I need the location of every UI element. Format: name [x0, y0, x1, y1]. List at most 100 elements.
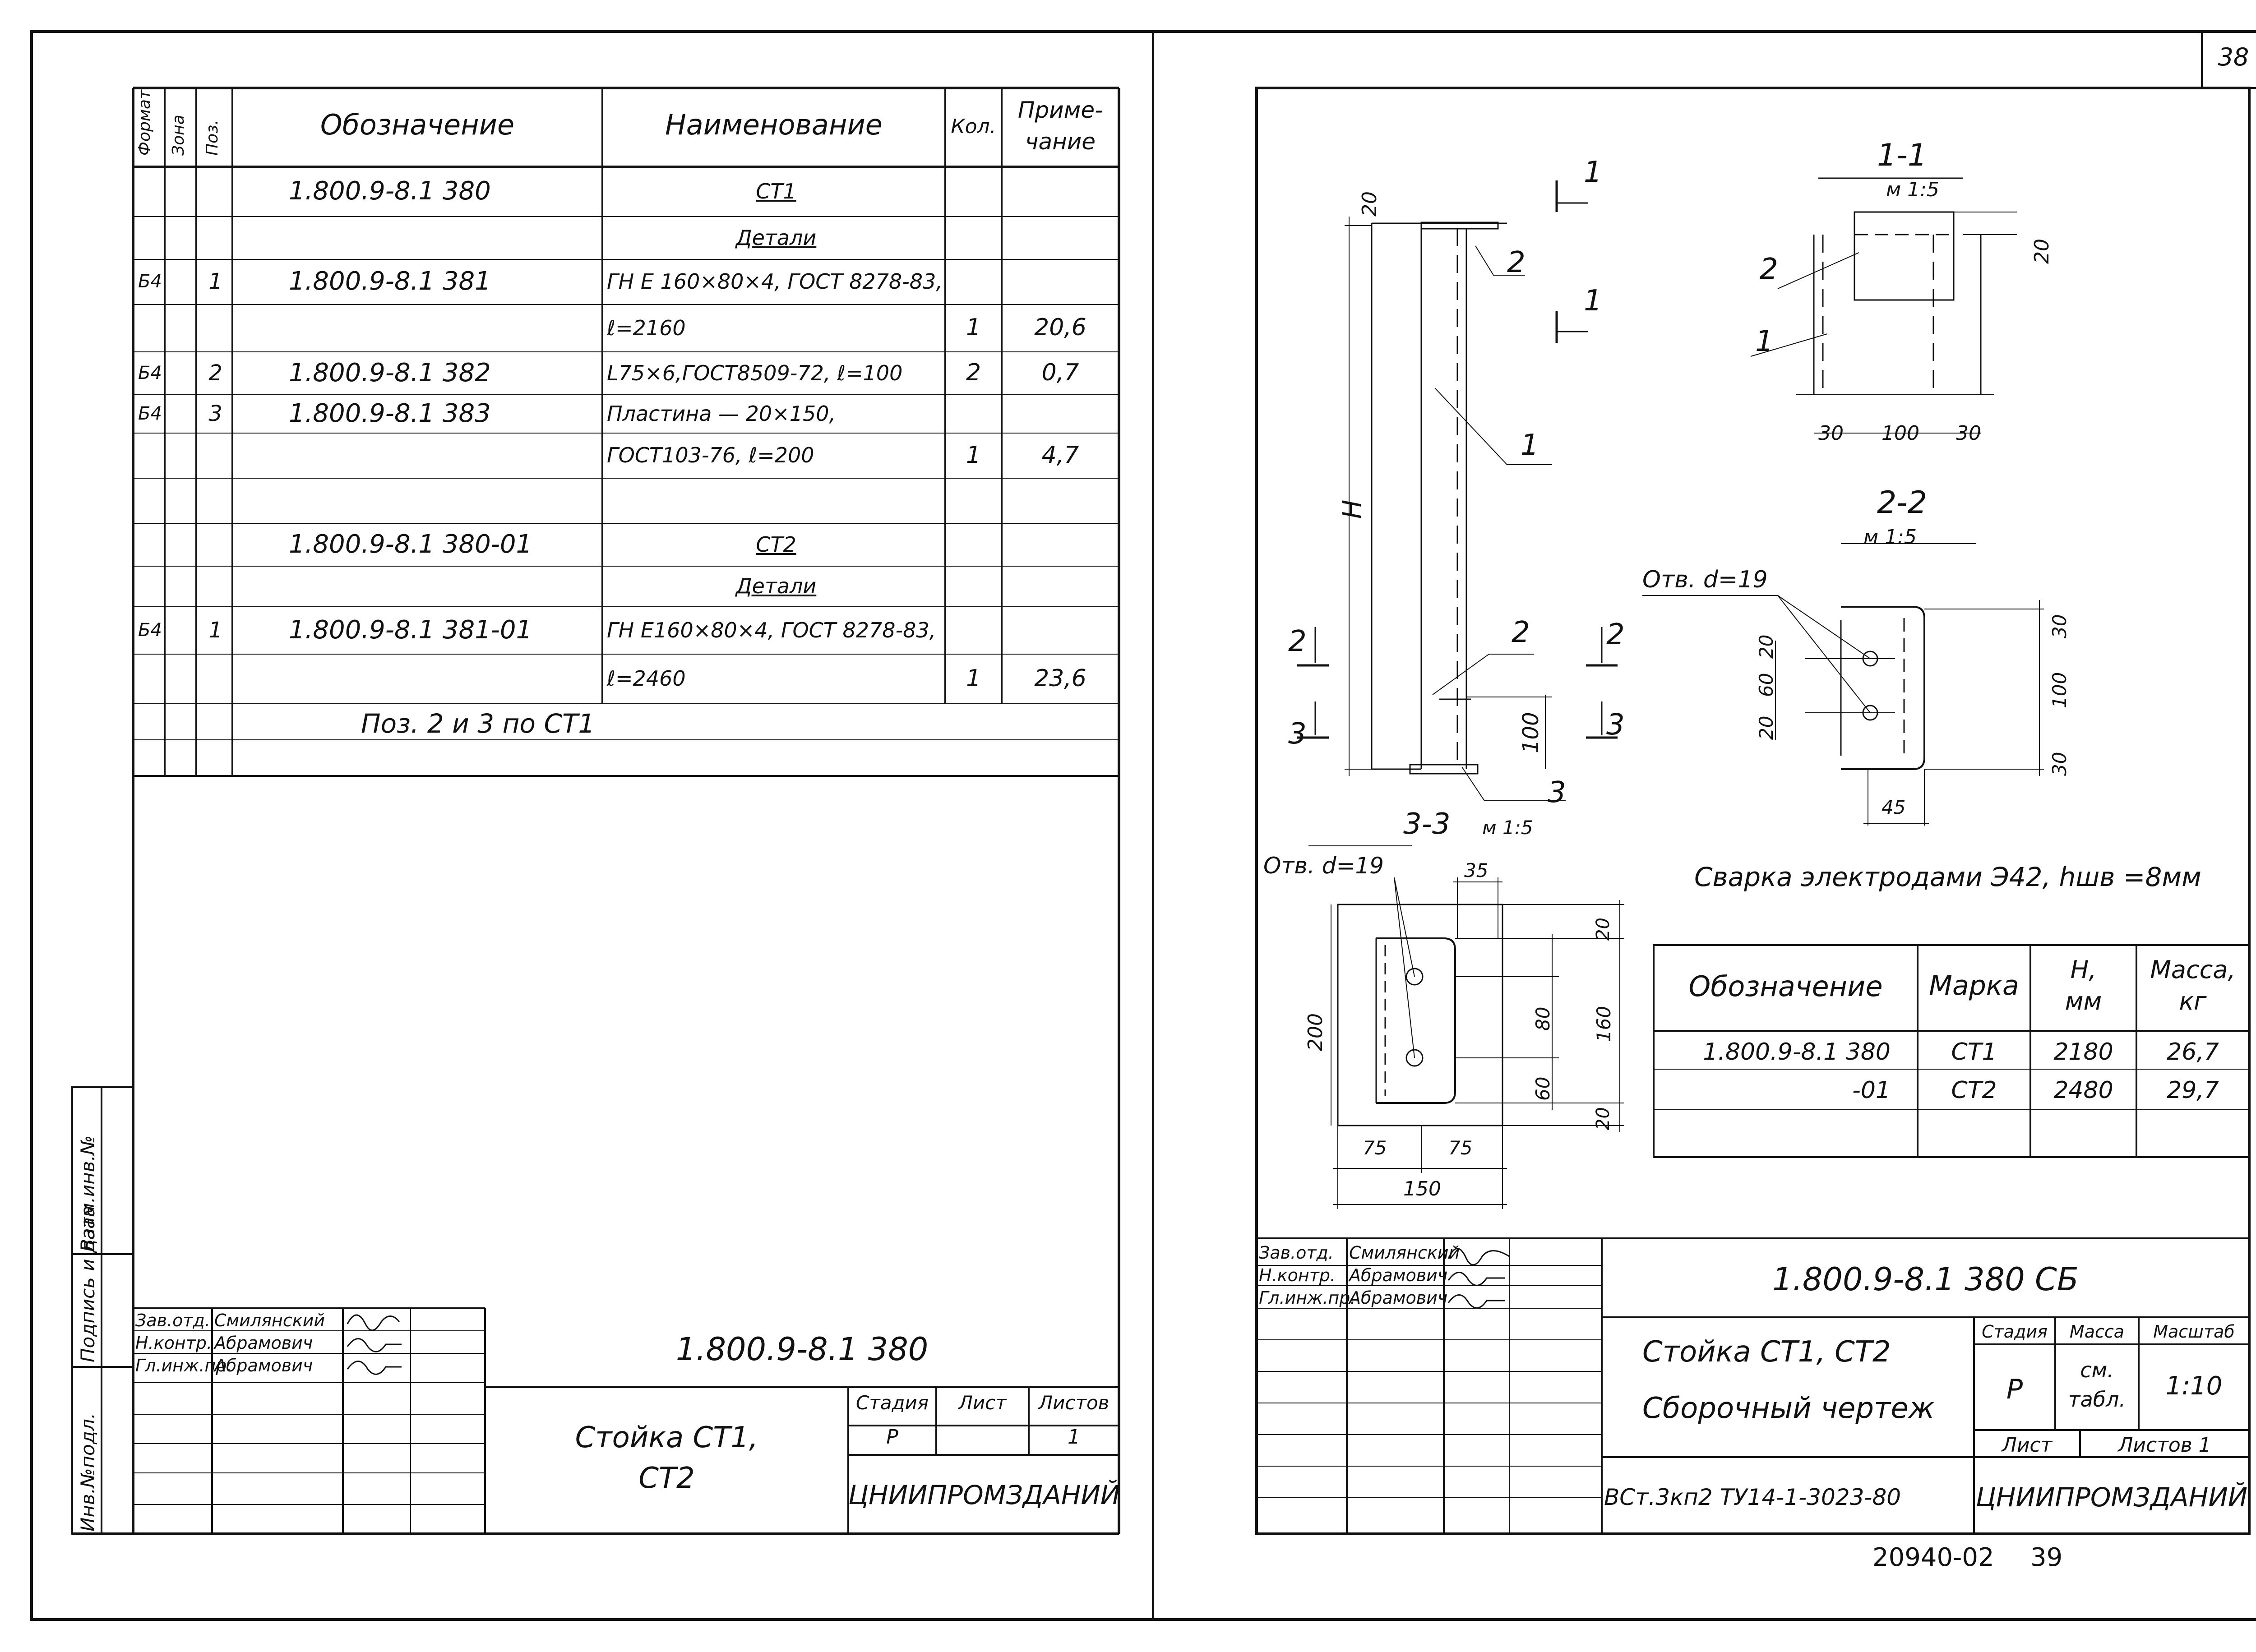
header-name: Наименование [665, 108, 883, 141]
spec-cell-name: ГН Е 160×80×4, ГОСТ 8278-83, [607, 269, 943, 294]
right-mass-1: см. [2080, 1358, 2114, 1382]
spec-cell-pos: 2 [208, 360, 222, 386]
left-sheets: 1 [1068, 1426, 1080, 1449]
data-table-header-h: H, мм [2065, 955, 2102, 1015]
elev-cut-2a: 2 [1288, 625, 1307, 658]
right-name-1: Смилянский [1349, 1243, 1460, 1263]
view-2-2-dim-100: 100 [2048, 672, 2071, 708]
spec-cell-qty: 1 [966, 441, 981, 469]
left-title-2: СТ2 [638, 1462, 695, 1495]
left-role-3: Гл.инж.пр. [135, 1356, 232, 1375]
right-title-1: Стойка СТ1, СТ2 [1642, 1335, 1891, 1369]
view-1-1-dim-30b: 30 [1956, 422, 1981, 445]
data-table-cell: 2480 [2053, 1077, 2113, 1104]
data-table-cell: СТ2 [1951, 1077, 1997, 1104]
left-org: ЦНИИПРОМЗДАНИЙ [848, 1480, 1120, 1510]
spec-cell-pos: 3 [208, 401, 222, 426]
data-table-cell: СТ1 [1951, 1038, 1997, 1066]
footer-page: 39 [2030, 1543, 2063, 1572]
header-note-2: чание [1025, 129, 1096, 155]
left-code: 1.800.9-8.1 380 [675, 1331, 929, 1368]
view-3-3-dim-150: 150 [1403, 1177, 1441, 1200]
elev-dim-H: H [1338, 499, 1367, 519]
view-3-3-hole: Отв. d=19 [1263, 853, 1384, 879]
spec-cell-note: 23,6 [1034, 664, 1086, 692]
view-3-3-dim-160: 160 [1593, 1006, 1615, 1042]
data-table-cell: -01 [1852, 1077, 1891, 1104]
elev-cut-2b: 2 [1606, 618, 1625, 651]
footer-code: 20940-02 [1872, 1543, 1994, 1572]
view-1-1-pos-1: 1 [1755, 325, 1774, 358]
view-1-1-dim-30a: 30 [1818, 422, 1844, 445]
spec-cell-note: 20,6 [1034, 314, 1086, 341]
view-1-1-dim-20: 20 [2030, 239, 2053, 264]
elev-pos-2-top: 2 [1507, 246, 1526, 279]
view-2-2-dim-45: 45 [1882, 796, 1906, 818]
view-2-2-hole: Отв. d=19 [1642, 566, 1768, 593]
view-3-3-scale: м 1:5 [1482, 817, 1533, 839]
view-1-1-dim-100: 100 [1882, 422, 1919, 445]
left-role-2: Н.контр. [135, 1333, 213, 1353]
view-1-1-scale: м 1:5 [1886, 178, 1939, 201]
spec-cell-format: Б4 [138, 403, 162, 424]
spec-cell-name: ГОСТ103-76, ℓ=200 [607, 443, 814, 468]
spec-cell-note: 0,7 [1041, 359, 1079, 387]
left-stage: Р [886, 1426, 898, 1449]
spec-cell-name: Пластина — 20×150, [607, 401, 836, 426]
spec-cell-designation: 1.800.9-8.1 383 [289, 398, 491, 428]
spec-cell-qty: 1 [966, 314, 981, 341]
data-table-cell: 26,7 [2167, 1038, 2219, 1066]
left-name-1: Смилянский [214, 1311, 325, 1330]
right-mass-label: Масса [2069, 1322, 2125, 1342]
view-3-3-dim-35: 35 [1464, 859, 1489, 881]
view-2-2-title: 2-2 [1877, 485, 1928, 521]
side-label-inv: Инв.№подл. [77, 1412, 99, 1532]
right-role-1: Зав.отд. [1259, 1243, 1334, 1263]
view-3-3-title: 3-3 [1403, 808, 1451, 841]
data-table-header-mass: Масса, кг [2150, 955, 2236, 1015]
header-note-1: Приме- [1017, 97, 1103, 123]
header-designation: Обозначение [320, 108, 515, 141]
right-sheet-label: Лист [2002, 1434, 2053, 1457]
header-qty: Кол. [951, 115, 996, 138]
spec-cell-format: Б4 [138, 619, 162, 641]
view-3-3-dim-80: 80 [1532, 1006, 1554, 1031]
spec-cell-format: Б4 [138, 271, 162, 292]
right-name-2: Абрамович [1349, 1265, 1448, 1285]
spec-cell-designation: 1.800.9-8.1 380 [289, 176, 491, 206]
left-sheet-label: Лист [958, 1392, 1007, 1414]
view-3-3-dim-60: 60 [1532, 1076, 1554, 1101]
right-stage: Р [2006, 1374, 2023, 1405]
elev-dim-100: 100 [1518, 712, 1544, 753]
view-3-3-dim-75b: 75 [1448, 1137, 1473, 1159]
left-name-3: Абрамович [214, 1356, 313, 1375]
view-2-2-dim-20a: 20 [1755, 715, 1777, 740]
header-pos: Поз. [203, 120, 222, 156]
right-title-2: Сборочный чертеж [1642, 1392, 1935, 1425]
data-table-cell: 1.800.9-8.1 380 [1703, 1038, 1891, 1066]
spec-cell-designation: 1.800.9-8.1 382 [289, 358, 491, 388]
right-code: 1.800.9-8.1 380 СБ [1772, 1261, 2079, 1298]
elev-pos-1: 1 [1521, 429, 1539, 462]
view-2-2-scale: м 1:5 [1863, 526, 1917, 549]
right-material: ВСт.3кп2 ТУ14-1-3023-80 [1604, 1484, 1901, 1510]
spec-cell-name: ℓ=2460 [607, 666, 686, 691]
elev-cut-3a: 3 [1288, 717, 1307, 751]
left-stage-label: Стадия [855, 1392, 929, 1414]
spec-cell-name: СТ2 [756, 532, 796, 557]
right-mass-2: табл. [2068, 1387, 2126, 1412]
spec-cell-name: Детали [735, 574, 817, 599]
right-name-3: Абрамович [1349, 1288, 1448, 1308]
view-3-3-dim-20b: 20 [1593, 1107, 1613, 1130]
side-label-replace: Взам.инв.№ [77, 1135, 99, 1252]
view-2-2-dim-30a: 30 [2048, 614, 2071, 638]
view-3-3-dim-75a: 75 [1363, 1137, 1387, 1159]
spec-cell-designation: 1.800.9-8.1 381-01 [289, 615, 532, 645]
right-role-2: Н.контр. [1259, 1265, 1336, 1285]
header-zone: Зона [169, 115, 188, 156]
right-stage-label: Стадия [1982, 1322, 2048, 1342]
sheet-number: 38 [2218, 43, 2249, 71]
data-table-cell: 29,7 [2167, 1077, 2219, 1104]
spec-cell-name: L75×6,ГОСТ8509-72, ℓ=100 [607, 360, 903, 385]
view-1-1-pos-2: 2 [1760, 253, 1778, 286]
